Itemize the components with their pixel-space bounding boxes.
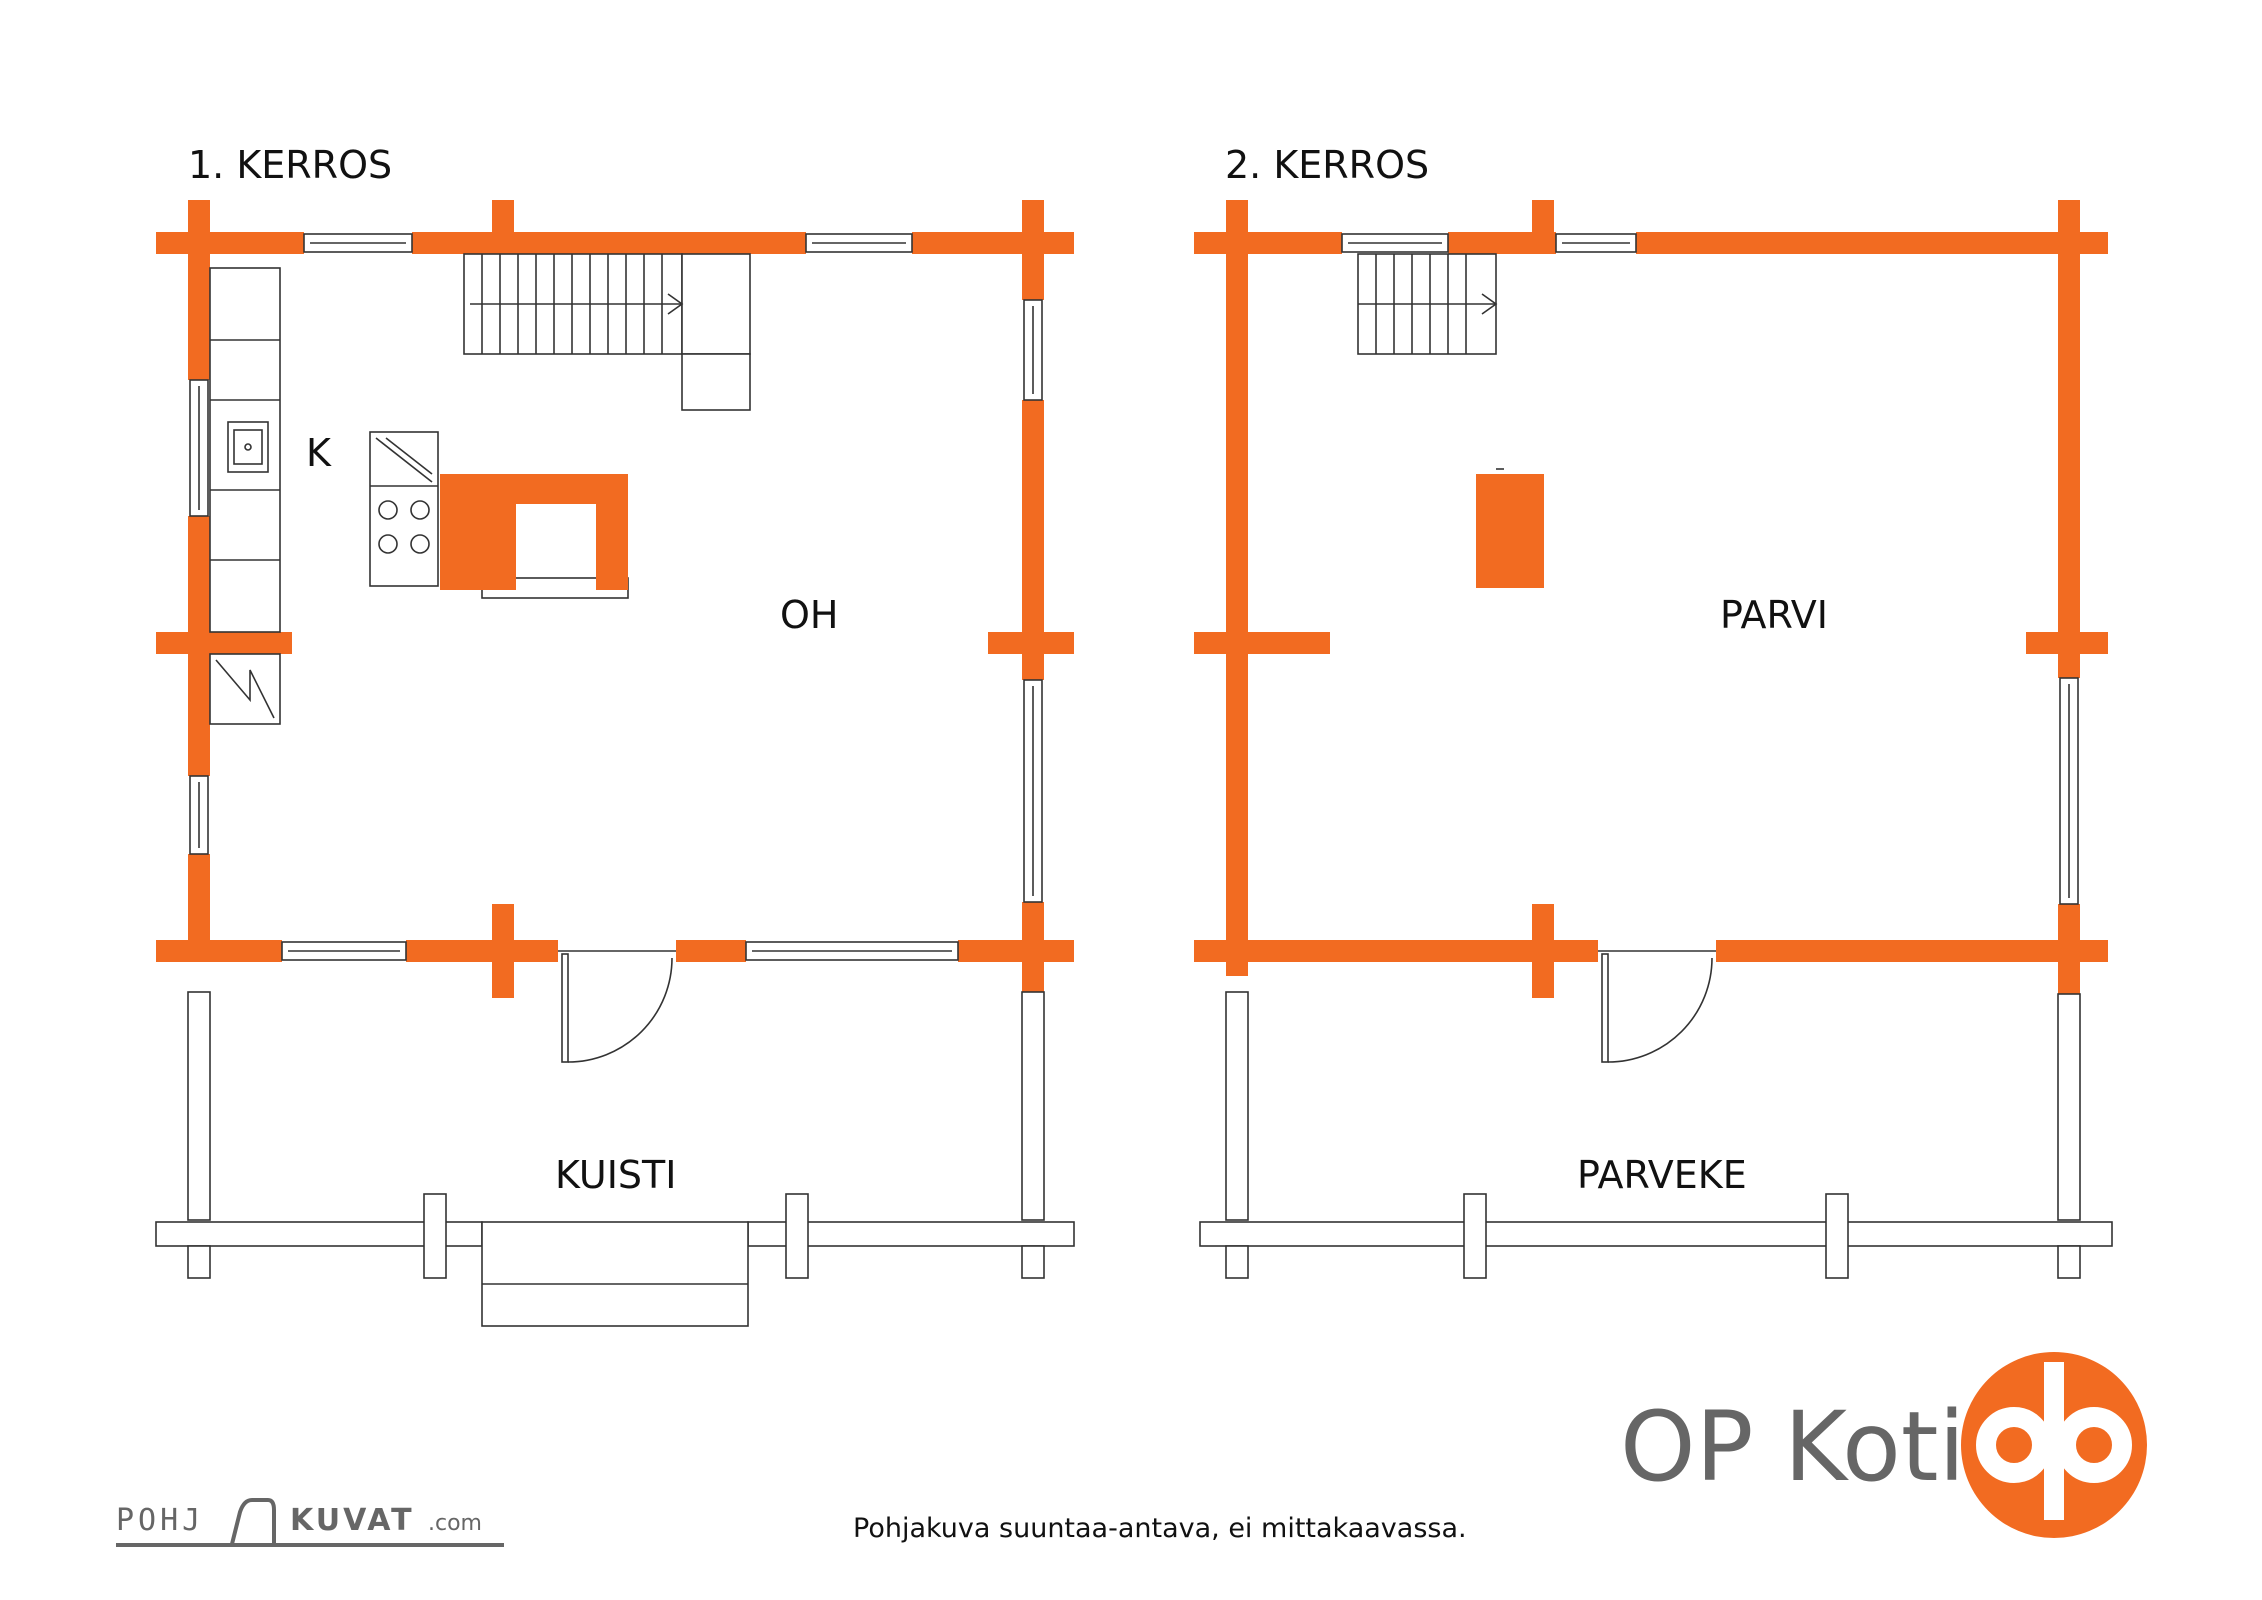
staircase-2 [1357, 253, 1498, 355]
top-wall-2 [1194, 200, 2108, 254]
stove-icon [369, 431, 439, 587]
room-label-porch: KUISTI [555, 1153, 676, 1197]
floor-plan-1: 1. KERROS [155, 143, 1075, 1327]
room-label-balcony: PARVEKE [1577, 1153, 1747, 1197]
bottom-wall-1 [156, 904, 1074, 998]
sink-icon [227, 421, 269, 473]
room-label-kitchen: K [306, 431, 332, 475]
porch-railing-1 [155, 991, 1075, 1327]
chimney-2 [1476, 474, 1544, 588]
watermark-text-kuvat: KUVAT [290, 1503, 415, 1538]
plan-title-1: 1. KERROS [188, 143, 392, 187]
staircase-1 [463, 253, 751, 411]
op-logo-icon [1961, 1352, 2147, 1538]
brand-name: OP Koti [1620, 1391, 1965, 1503]
disclaimer-text: Pohjakuva suuntaa-antava, ei mittakaavas… [853, 1513, 1467, 1544]
watermark-text-pohj: POHJ [116, 1503, 204, 1538]
balcony-railing-2 [1199, 991, 2113, 1279]
closet-1 [209, 653, 281, 725]
balcony-door-2 [1598, 950, 1716, 1063]
left-wall-1 [156, 254, 292, 962]
pohjakuvat-watermark: POHJ KUVAT .com [116, 1498, 504, 1547]
top-wall-1 [156, 200, 1074, 254]
fireplace-1 [440, 474, 629, 599]
watermark-text-com: .com [428, 1511, 482, 1536]
floor-plan-2: 2. KERROS [1194, 143, 2113, 1279]
bottom-wall-2 [1194, 904, 2108, 998]
room-label-living: OH [780, 593, 838, 637]
plan-title-2: 2. KERROS [1225, 143, 1429, 187]
left-wall-2 [1194, 254, 1330, 976]
room-label-loft: PARVI [1720, 593, 1828, 637]
entrance-door-1 [558, 950, 676, 1063]
